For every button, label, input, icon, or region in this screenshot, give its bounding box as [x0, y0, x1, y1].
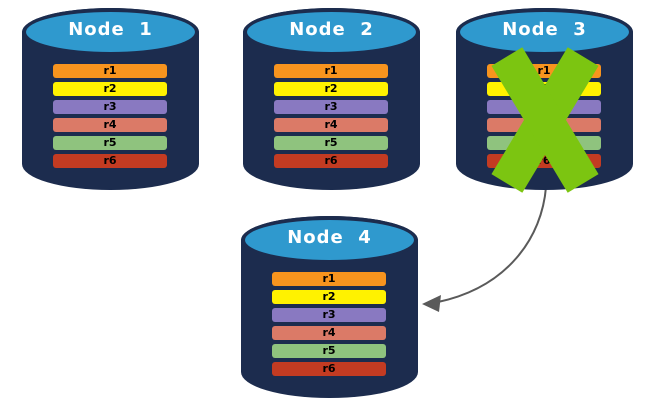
node-title: Node 4 — [287, 227, 372, 248]
replica-bar-r3: r3 — [487, 100, 601, 114]
replica-label: r2 — [324, 82, 338, 95]
cylinder-top — [22, 8, 199, 56]
db-node-node-1: Node 1 r1 r2 r3 r4 r5 r6 — [22, 8, 199, 190]
replica-bar-r6: r6 — [272, 362, 386, 376]
replica-label: r4 — [322, 326, 336, 339]
node-title: Node 1 — [68, 19, 153, 40]
replica-label: r3 — [322, 308, 336, 321]
replica-bar-r2: r2 — [53, 82, 167, 96]
replica-list: r1 r2 r3 r4 r5 r6 — [272, 272, 386, 376]
replica-bar-r1: r1 — [487, 64, 601, 78]
replica-bar-r5: r5 — [487, 136, 601, 150]
replica-label: r2 — [103, 82, 117, 95]
replica-bar-r3: r3 — [274, 100, 388, 114]
cylinder-top — [243, 8, 420, 56]
replica-bar-r1: r1 — [53, 64, 167, 78]
replica-label: r1 — [537, 64, 551, 77]
node-title: Node 3 — [502, 19, 587, 40]
replica-bar-r5: r5 — [272, 344, 386, 358]
replica-bar-r2: r2 — [272, 290, 386, 304]
replica-label: r3 — [324, 100, 338, 113]
replica-label: r3 — [103, 100, 117, 113]
replica-label: r5 — [537, 136, 551, 149]
replica-list: r1 r2 r3 r4 r5 r6 — [274, 64, 388, 168]
replica-bar-r6: r6 — [274, 154, 388, 168]
replica-label: r1 — [103, 64, 117, 77]
replica-bar-r4: r4 — [272, 326, 386, 340]
replica-bar-r4: r4 — [53, 118, 167, 132]
node-title: Node 2 — [289, 19, 374, 40]
failover-arrow-curve — [437, 186, 547, 303]
replica-bar-r4: r4 — [274, 118, 388, 132]
replica-label: r5 — [103, 136, 117, 149]
replica-list: r1 r2 r3 r4 r5 r6 — [53, 64, 167, 168]
replica-bar-r5: r5 — [53, 136, 167, 150]
replica-bar-r1: r1 — [274, 64, 388, 78]
replica-label: r6 — [322, 362, 336, 375]
replica-label: r4 — [537, 118, 551, 131]
db-node-node-4: Node 4 r1 r2 r3 r4 r5 r6 — [241, 216, 418, 398]
replica-bar-r1: r1 — [272, 272, 386, 286]
replica-label: r5 — [322, 344, 336, 357]
replica-label: r1 — [324, 64, 338, 77]
replica-label: r4 — [324, 118, 338, 131]
db-node-node-2: Node 2 r1 r2 r3 r4 r5 r6 — [243, 8, 420, 190]
replica-bar-r4: r4 — [487, 118, 601, 132]
replica-label: r4 — [103, 118, 117, 131]
replica-bar-r6: r6 — [487, 154, 601, 168]
replica-bar-r5: r5 — [274, 136, 388, 150]
replica-label: r5 — [324, 136, 338, 149]
replica-label: r3 — [537, 100, 551, 113]
replica-label: r6 — [537, 154, 551, 167]
cylinder-top — [241, 216, 418, 264]
replica-label: r6 — [324, 154, 338, 167]
replica-label: r2 — [537, 82, 551, 95]
db-node-node-3: Node 3 r1 r2 r3 r4 r5 r6 — [456, 8, 633, 193]
replica-bar-r3: r3 — [53, 100, 167, 114]
replica-bar-r6: r6 — [53, 154, 167, 168]
replica-label: r1 — [322, 272, 336, 285]
replica-list: r1 r2 r3 r4 r5 r6 — [487, 64, 601, 168]
replica-bar-r3: r3 — [272, 308, 386, 322]
replica-label: r6 — [103, 154, 117, 167]
failover-arrowhead-icon — [422, 295, 441, 312]
replica-bar-r2: r2 — [274, 82, 388, 96]
replica-label: r2 — [322, 290, 336, 303]
replica-bar-r2: r2 — [487, 82, 601, 96]
